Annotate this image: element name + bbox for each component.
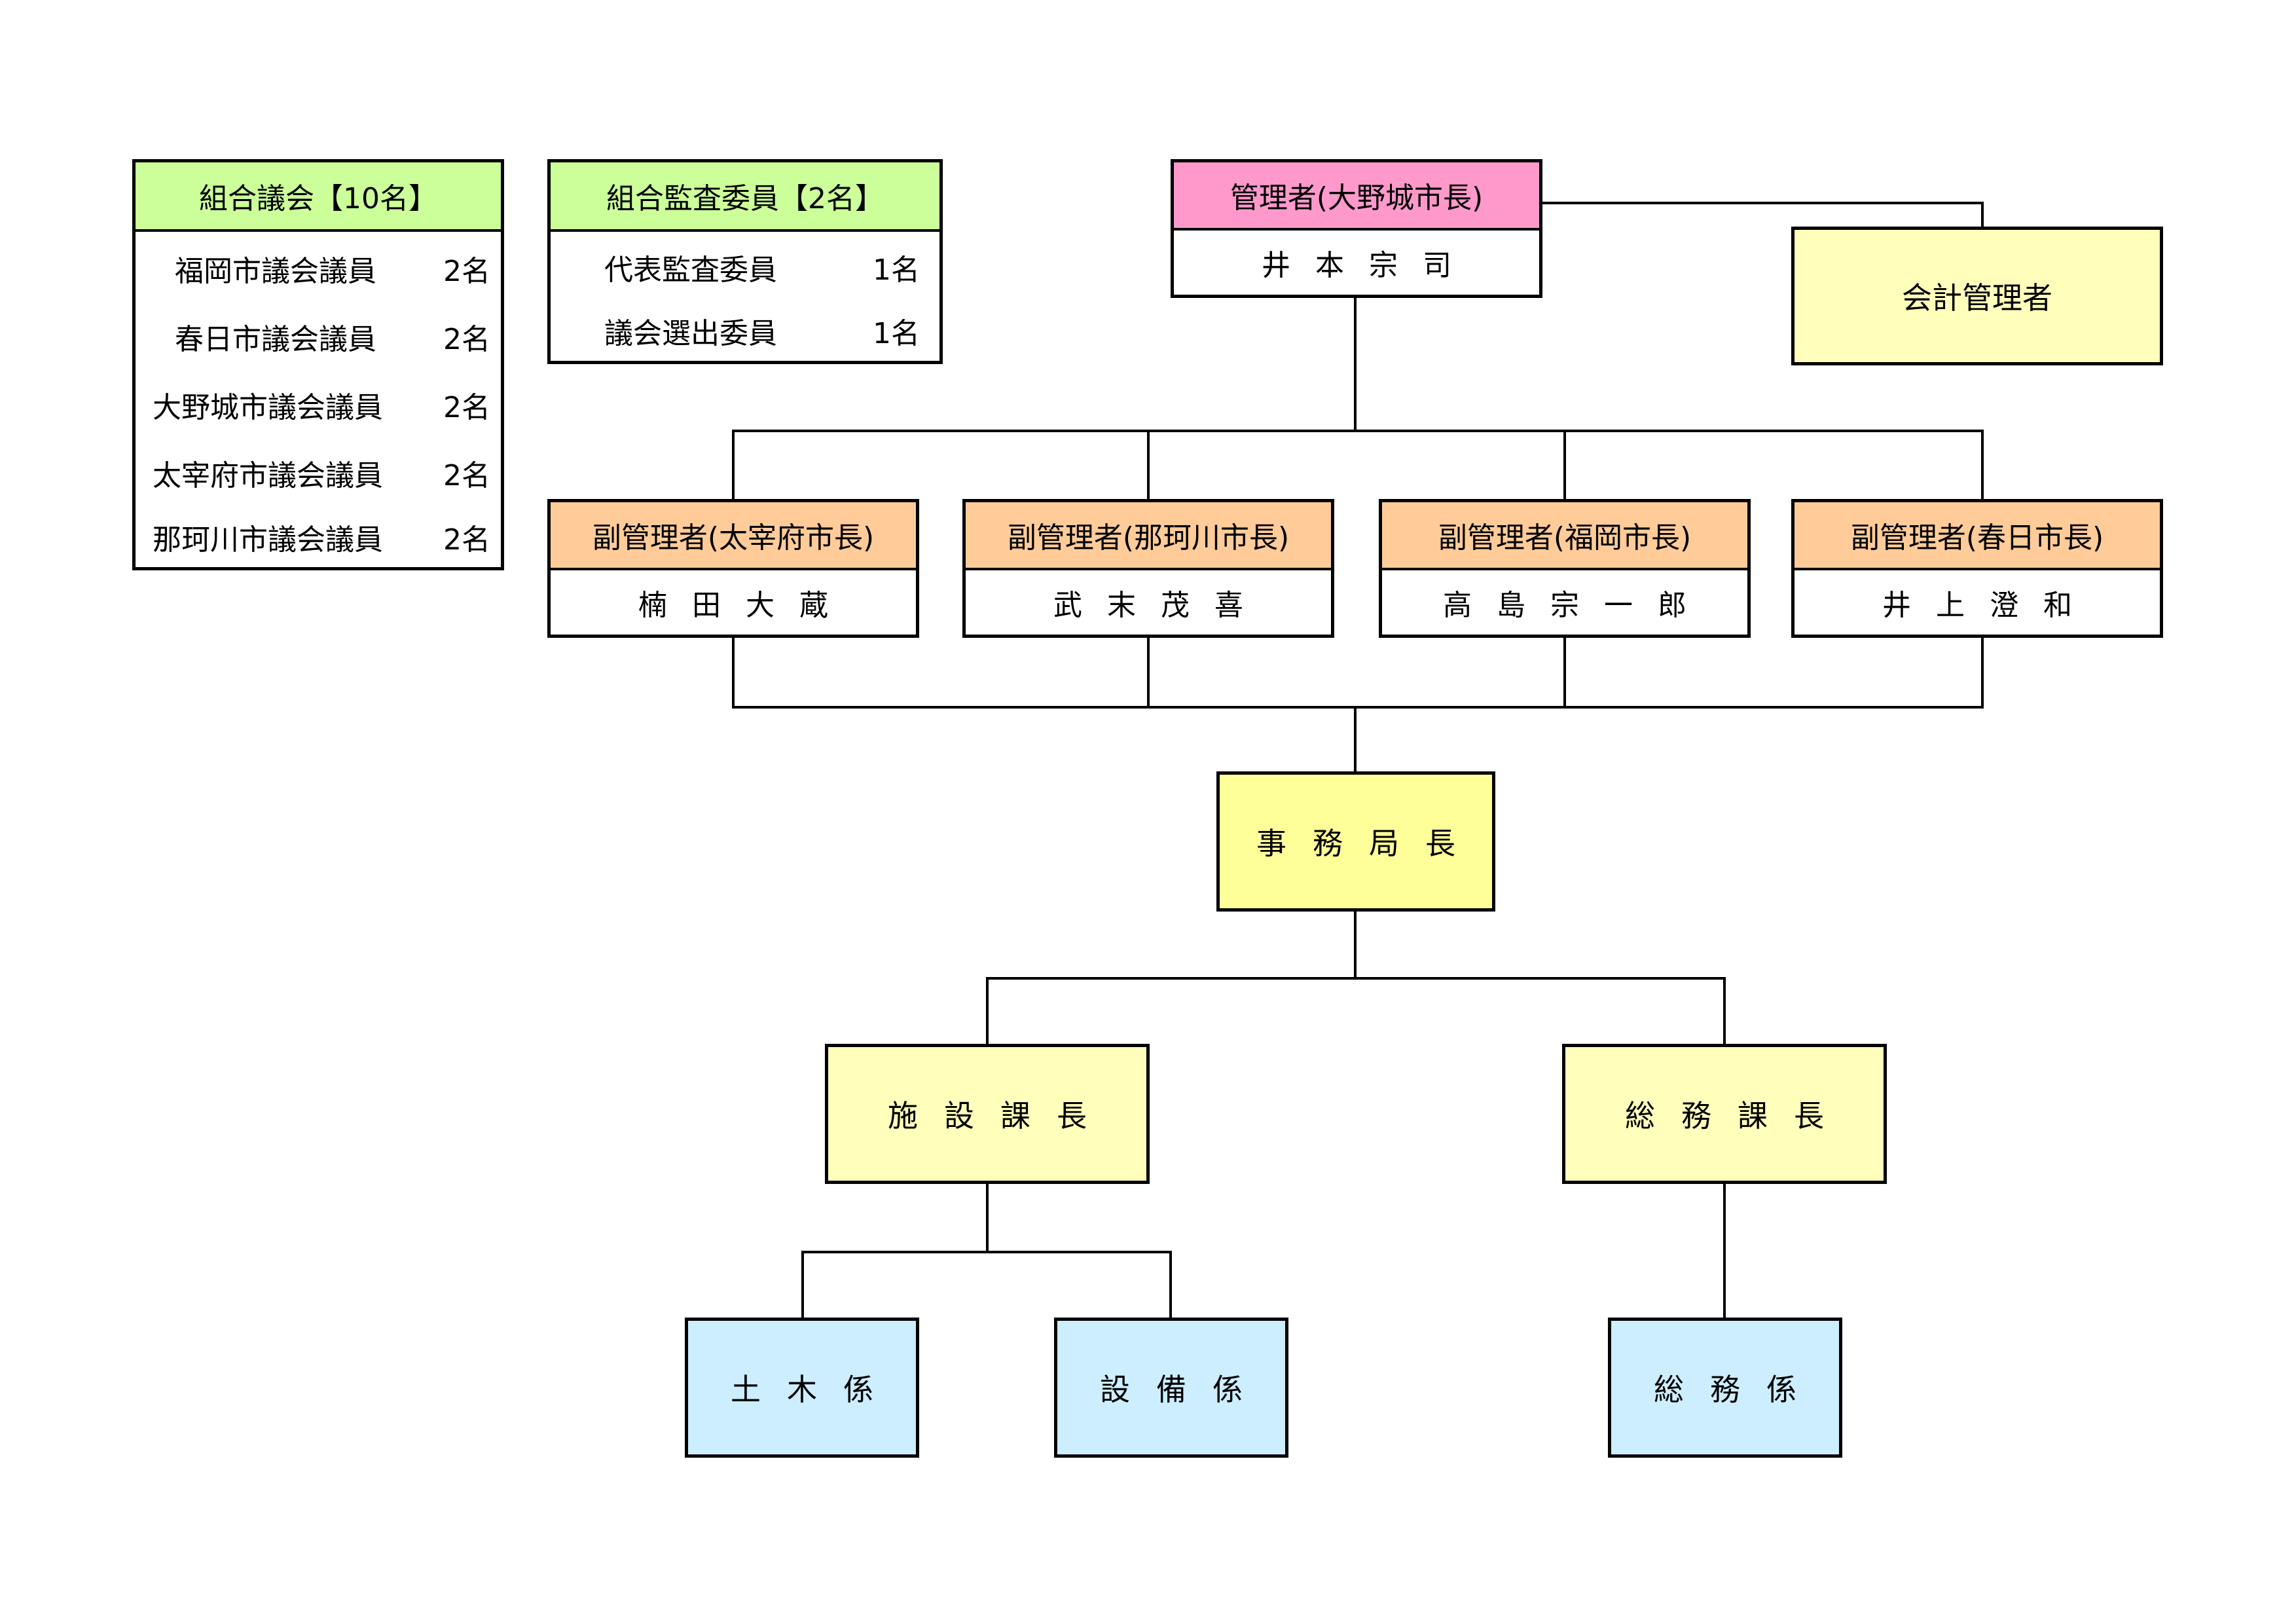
deputy-name: 楠田大蔵 [551,570,916,635]
connector-section-1-top [986,977,989,1046]
member-count: 2名 [443,391,490,424]
member-label: 代表監査委員 [604,253,777,287]
union-assembly-row: 那珂川市議会議員 2名 [136,507,501,567]
unit-box: 設備係 [1054,1318,1288,1458]
connector-deputies-top-bus [733,430,1984,432]
member-label: 那珂川市議会議員 [153,523,383,557]
unit-role: 設備係 [1100,1372,1269,1407]
deputy-name: 高島宗一郎 [1382,570,1747,635]
secretary-general-box: 事務局長 [1216,771,1495,912]
audit-committee-row: 代表監査委員 1名 [551,234,939,300]
connector-unit-2-top [1169,1251,1172,1320]
member-label: 太宰府市議会議員 [153,459,383,492]
connector-section-1-down [986,1184,989,1253]
deputy-name: 井上澄和 [1795,570,2160,635]
connector-units-bus [801,1251,1172,1253]
connector-deputy-2-top [1147,430,1150,502]
connector-deputy-1-bottom [732,635,735,709]
section-head-role: 施設課長 [888,1098,1113,1134]
connector-admin-down [1354,295,1357,432]
member-label: 春日市議会議員 [175,323,376,356]
union-assembly-panel: 組合議会【10名】 福岡市議会議員 2名 春日市議会議員 2名 大野城市議会議員… [132,159,504,570]
member-count: 2名 [443,523,490,557]
connector-secretary-down [1354,910,1357,980]
deputy-role: 副管理者(福岡市長) [1382,502,1747,570]
administrator-box: 管理者(大野城市長) 井本宗司 [1171,159,1542,298]
unit-box: 土木係 [685,1318,919,1458]
accountant-role: 会計管理者 [1902,280,2052,316]
audit-committee-title: 組合監査委員【2名】 [551,162,939,232]
deputy-box: 副管理者(福岡市長) 高島宗一郎 [1379,499,1751,638]
deputy-box: 副管理者(太宰府市長) 楠田大蔵 [547,499,919,638]
union-assembly-row: 春日市議会議員 2名 [136,303,501,371]
member-count: 2名 [443,323,490,356]
member-label: 議会選出委員 [604,317,777,350]
connector-deputy-2-bottom [1147,635,1150,709]
union-assembly-row: 大野城市議会議員 2名 [136,371,501,439]
deputy-name: 武末茂喜 [966,570,1331,635]
administrator-role: 管理者(大野城市長) [1174,162,1539,231]
union-assembly-row: 福岡市議会議員 2名 [136,234,501,303]
union-assembly-row: 太宰府市議会議員 2名 [136,439,501,507]
member-label: 福岡市議会議員 [175,255,376,288]
member-label: 大野城市議会議員 [153,391,383,424]
unit-role: 土木係 [731,1372,900,1407]
audit-committee-row: 議会選出委員 1名 [551,300,939,361]
unit-box: 総務係 [1608,1318,1842,1458]
deputy-role: 副管理者(春日市長) [1795,502,2160,570]
connector-deputy-3-bottom [1563,635,1566,709]
connector-deputies-bottom-bus [732,706,1984,709]
audit-committee-panel: 組合監査委員【2名】 代表監査委員 1名 議会選出委員 1名 [547,159,943,364]
member-count: 2名 [443,255,490,288]
connector-section-2-top [1723,977,1726,1046]
member-count: 1名 [873,317,920,350]
union-assembly-title: 組合議会【10名】 [136,162,501,232]
secretary-general-role: 事務局長 [1256,826,1482,861]
deputy-name-text: 楠田大蔵 [638,589,853,622]
member-count: 2名 [443,459,490,492]
deputy-box: 副管理者(春日市長) 井上澄和 [1791,499,2163,638]
connector-deputy-3-top [1563,430,1566,502]
member-count: 1名 [873,253,920,287]
deputy-name-text: 井上澄和 [1882,589,2097,622]
deputy-name-text: 武末茂喜 [1053,589,1268,622]
deputy-name-text: 高島宗一郎 [1443,589,1711,622]
deputy-box: 副管理者(那珂川市長) 武末茂喜 [962,499,1334,638]
connector-deputy-4-bottom [1981,635,1984,709]
unit-role: 総務係 [1654,1372,1823,1407]
section-head-box: 総務課長 [1562,1044,1887,1184]
connector-deputy-1-top [732,430,735,502]
section-head-role: 総務課長 [1625,1098,1850,1134]
connector-unit-1-top [801,1251,804,1320]
deputy-role: 副管理者(太宰府市長) [551,502,916,570]
connector-admin-accountant-h [1542,202,1984,204]
accountant-box: 会計管理者 [1791,227,2163,365]
connector-sections-bus [986,977,1726,980]
administrator-name: 井本宗司 [1174,231,1539,295]
deputy-role: 副管理者(那珂川市長) [966,502,1331,570]
connector-section-2-down [1723,1184,1726,1320]
connector-to-secretary [1354,706,1357,774]
administrator-name-text: 井本宗司 [1262,249,1476,282]
connector-admin-accountant-v [1981,202,1984,229]
section-head-box: 施設課長 [825,1044,1150,1184]
connector-deputy-4-top [1981,430,1984,502]
